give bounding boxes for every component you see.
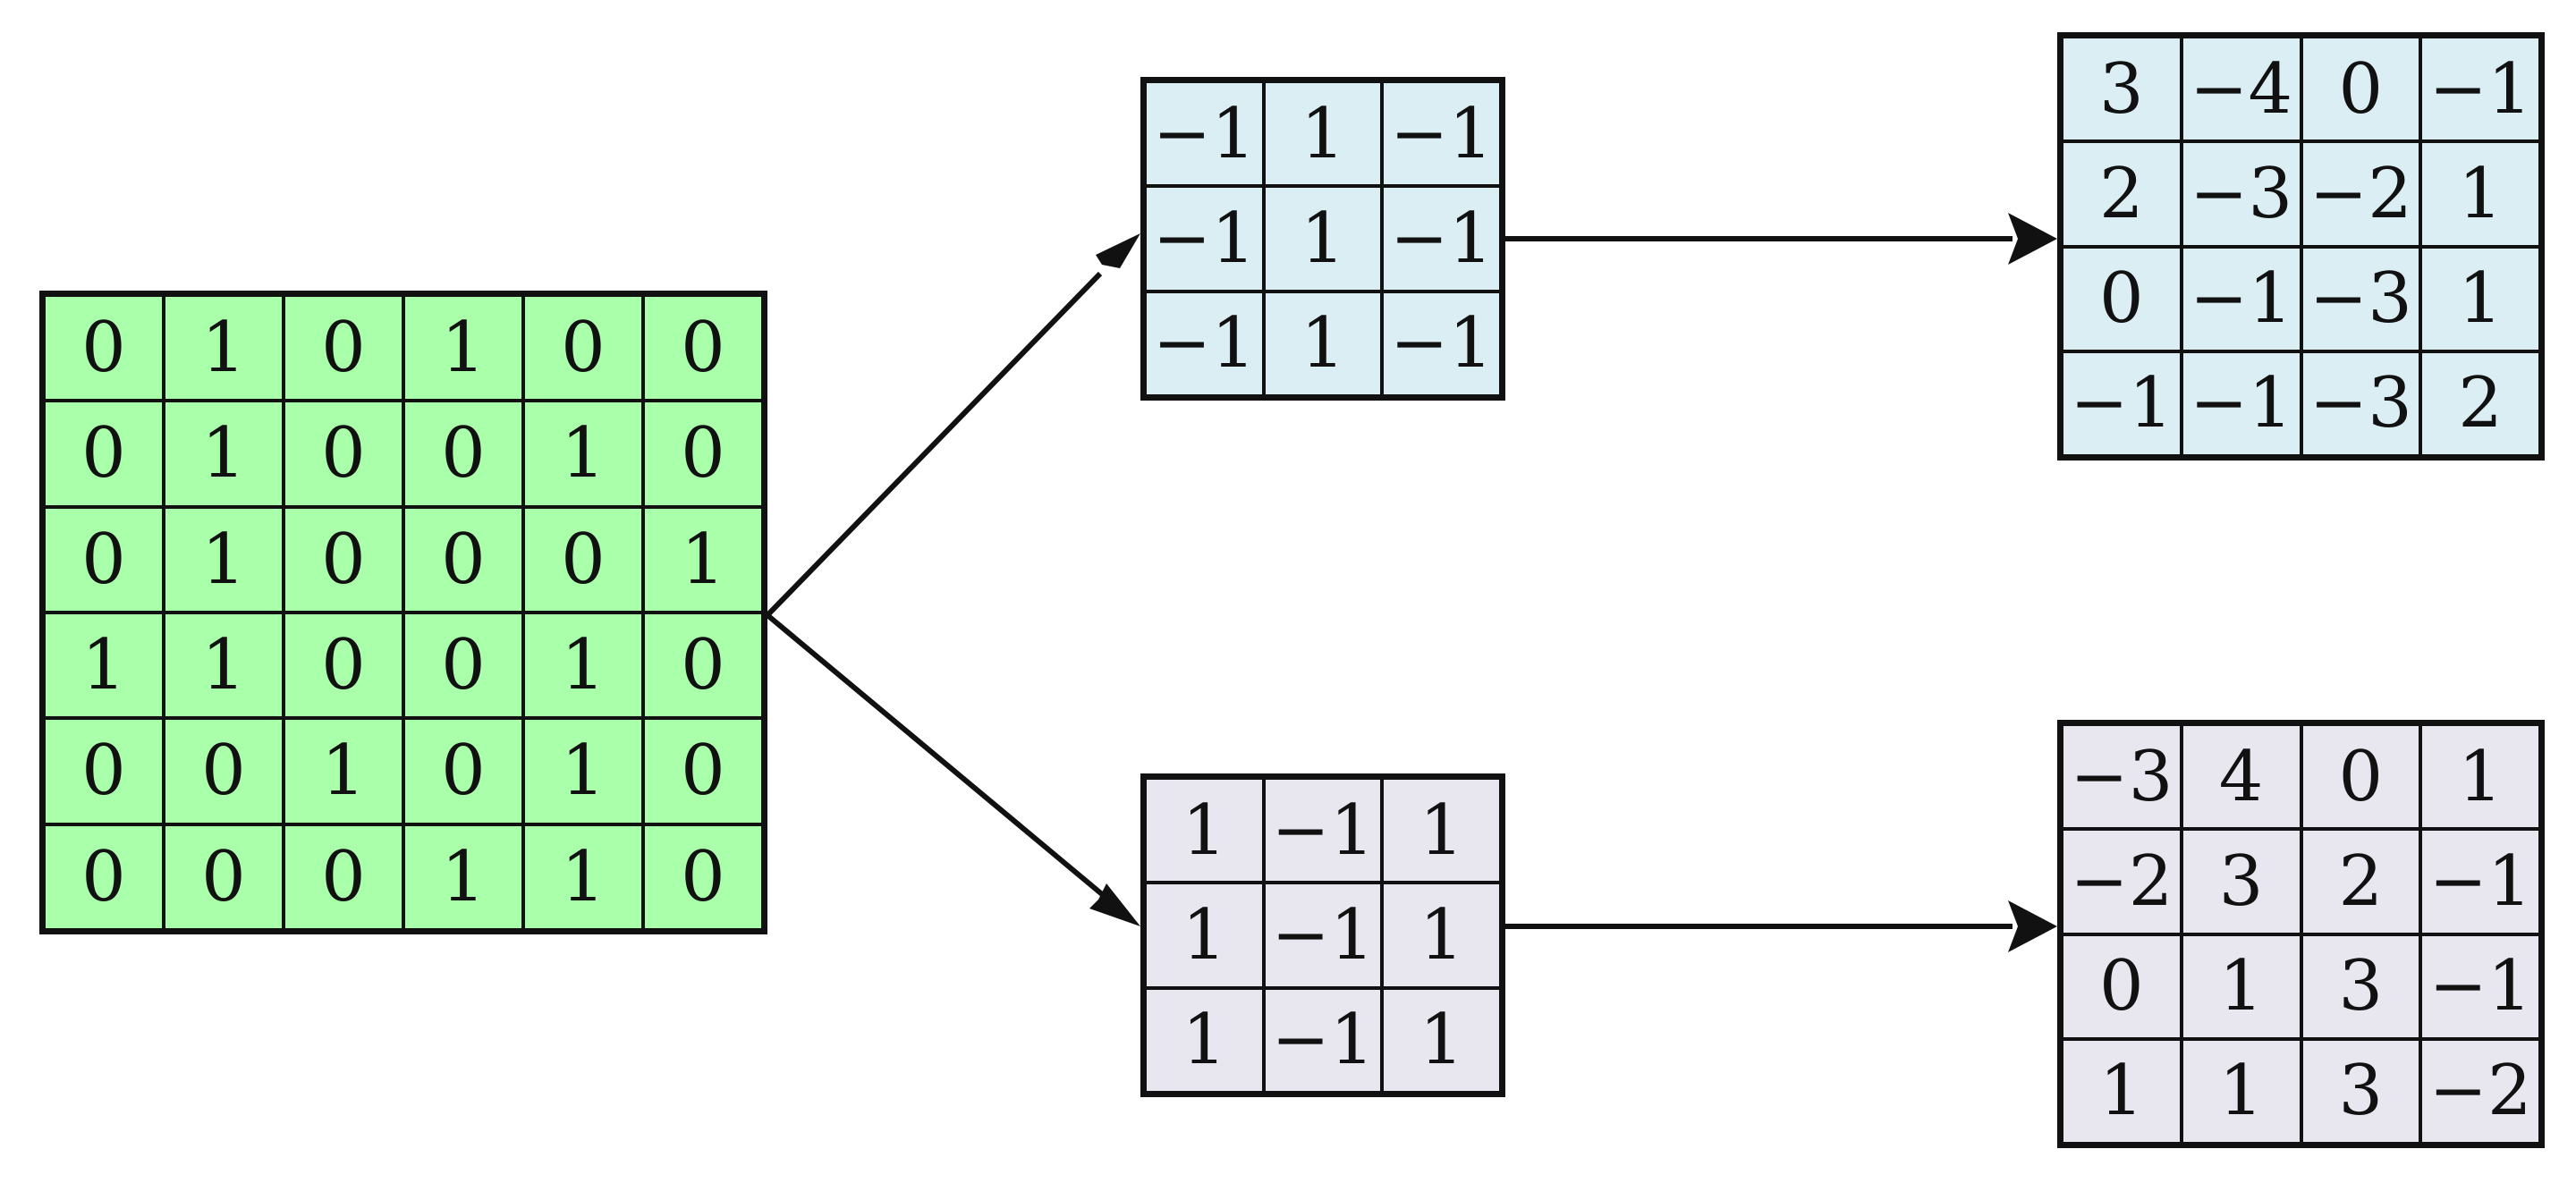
kernel-top-cell: −1 [1145, 291, 1264, 396]
output-bottom-cell: 0 [2062, 934, 2182, 1039]
input-matrix-cell: 0 [284, 295, 403, 401]
input-matrix-cell: 0 [284, 506, 403, 613]
input-matrix-cell: 0 [523, 506, 643, 613]
output-top-cell: 3 [2062, 37, 2182, 142]
output-bottom-cell: −3 [2062, 724, 2182, 830]
input-matrix-cell: 0 [403, 613, 523, 719]
arrowhead-icon [2008, 900, 2057, 952]
output-top-cell: −1 [2062, 351, 2182, 456]
input-matrix-cell: 0 [643, 824, 763, 930]
output-bottom-cell: −1 [2420, 934, 2540, 1039]
output-bottom-cell: −1 [2420, 829, 2540, 934]
kernel-top-cell: −1 [1145, 81, 1264, 187]
arrow-input-to-kernel-bottom [766, 613, 1104, 897]
output-top-cell: −1 [2181, 246, 2301, 351]
output-top-cell: −3 [2181, 141, 2301, 247]
kernel-bottom-cell: 1 [1145, 778, 1264, 883]
kernel-top-cell: −1 [1145, 186, 1264, 292]
output-bottom-cell: 2 [2301, 829, 2421, 934]
output-bottom-cell: 3 [2181, 829, 2301, 934]
arrowhead-icon [1096, 233, 1140, 268]
kernel-bottom-cell: 1 [1145, 987, 1264, 1093]
output-bottom-cell: −2 [2420, 1038, 2540, 1144]
output-top-cell: −4 [2181, 37, 2301, 142]
output-bottom-cell: 4 [2181, 724, 2301, 830]
output-bottom-cell: 3 [2301, 1038, 2421, 1144]
output-bottom-cell: 1 [2420, 724, 2540, 830]
output-top-cell: 2 [2062, 141, 2182, 247]
output-top-cell: 1 [2420, 141, 2540, 247]
input-matrix-cell: 0 [403, 506, 523, 613]
input-matrix-cell: 1 [164, 506, 284, 613]
output-bottom-cell: 1 [2181, 1038, 2301, 1144]
input-matrix-cell: 1 [403, 295, 523, 401]
kernel-bottom-cell: 1 [1382, 778, 1501, 883]
input-matrix-cell: 1 [523, 824, 643, 930]
kernel-top-cell: −1 [1382, 81, 1501, 187]
input-matrix-cell: 0 [523, 295, 643, 401]
output-top-cell: −3 [2301, 246, 2421, 351]
output-top-cell: 1 [2420, 246, 2540, 351]
arrowhead-icon [2008, 213, 2057, 265]
input-matrix-cell: 0 [284, 401, 403, 507]
kernel-bottom-cell: −1 [1263, 883, 1383, 988]
input-matrix-cell: 0 [44, 824, 164, 930]
output-top-cell: −1 [2420, 37, 2540, 142]
output-bottom-cell: −2 [2062, 829, 2182, 934]
output-top-cell: 2 [2420, 351, 2540, 456]
input-matrix-cell: 0 [284, 824, 403, 930]
output-top-cell: −3 [2301, 351, 2421, 456]
input-matrix-cell: 1 [284, 718, 403, 824]
kernel-bottom-cell: 1 [1382, 883, 1501, 988]
output-bottom-cell: 3 [2301, 934, 2421, 1039]
input-matrix-cell: 1 [164, 613, 284, 719]
arrowhead-icon [1089, 883, 1140, 926]
kernel-bottom-cell: −1 [1263, 778, 1383, 883]
input-matrix-cell: 0 [643, 295, 763, 401]
input-matrix-cell: 0 [44, 718, 164, 824]
input-matrix-cell: 1 [44, 613, 164, 719]
output-top-cell: −1 [2181, 351, 2301, 456]
input-matrix-cell: 0 [164, 824, 284, 930]
input-matrix-cell: 0 [44, 506, 164, 613]
input-matrix-cell: 1 [523, 613, 643, 719]
output-top-cell: −2 [2301, 141, 2421, 247]
output-top-cell: 0 [2301, 37, 2421, 142]
input-matrix-cell: 0 [643, 613, 763, 719]
input-matrix-cell: 1 [403, 824, 523, 930]
output-bottom-cell: 1 [2181, 934, 2301, 1039]
input-matrix-cell: 0 [403, 401, 523, 507]
input-matrix-cell: 0 [643, 718, 763, 824]
kernel-top-cell: 1 [1263, 81, 1383, 187]
kernel-top-cell: −1 [1382, 186, 1501, 292]
input-matrix-cell: 1 [523, 718, 643, 824]
output-bottom-cell: 0 [2301, 724, 2421, 830]
input-matrix-cell: 0 [643, 401, 763, 507]
input-matrix-cell: 0 [44, 401, 164, 507]
output-top-cell: 0 [2062, 246, 2182, 351]
input-matrix-cell: 1 [164, 295, 284, 401]
kernel-top-cell: −1 [1382, 291, 1501, 396]
kernel-bottom-cell: 1 [1145, 883, 1264, 988]
kernel-top-cell: 1 [1263, 291, 1383, 396]
kernel-bottom-cell: 1 [1382, 987, 1501, 1093]
input-matrix-cell: 1 [523, 401, 643, 507]
kernel-bottom-cell: −1 [1263, 987, 1383, 1093]
input-matrix-cell: 1 [643, 506, 763, 613]
input-matrix-cell: 0 [164, 718, 284, 824]
input-matrix-cell: 0 [284, 613, 403, 719]
arrow-input-to-kernel-top [765, 271, 1103, 618]
input-matrix-cell: 0 [403, 718, 523, 824]
kernel-top-cell: 1 [1263, 186, 1383, 292]
input-matrix-cell: 1 [164, 401, 284, 507]
input-matrix-cell: 0 [44, 295, 164, 401]
output-bottom-cell: 1 [2062, 1038, 2182, 1144]
